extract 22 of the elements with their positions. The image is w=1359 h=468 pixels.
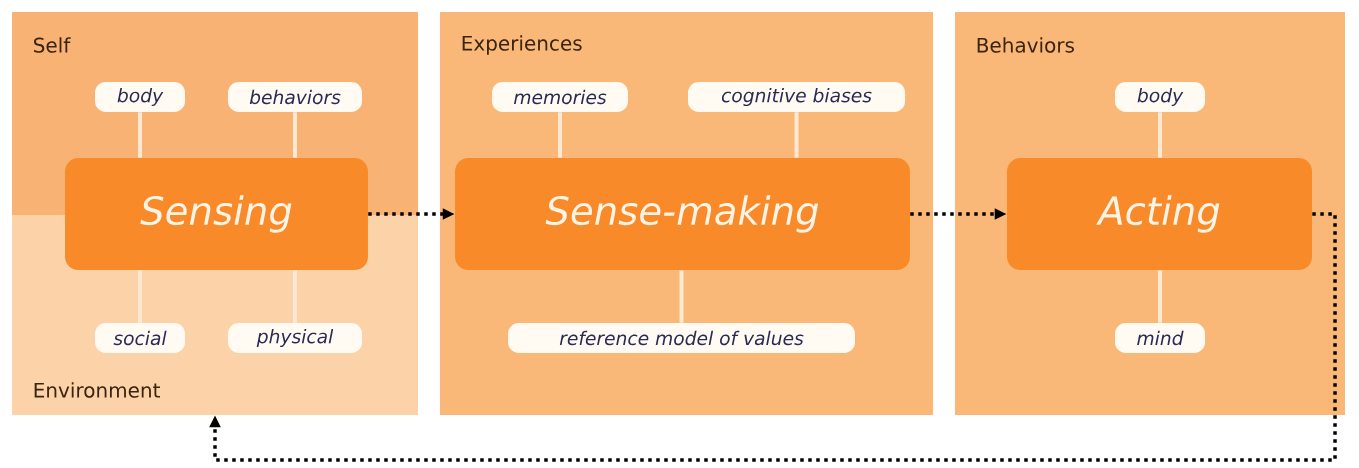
tag-pill: physical xyxy=(228,323,362,353)
connector-line xyxy=(679,270,684,323)
tag-pill: memories xyxy=(492,82,628,112)
connector-line xyxy=(293,270,297,323)
connector-line xyxy=(138,112,142,158)
process-box: Acting xyxy=(1007,158,1313,270)
tag-pill: cognitive biases xyxy=(688,82,906,112)
tag-pill: behaviors xyxy=(228,82,362,112)
connector-line xyxy=(138,270,142,323)
tag-pill: body xyxy=(1115,82,1205,112)
tag-pill: reference model of values xyxy=(508,323,855,353)
process-box: Sense-making xyxy=(455,158,910,270)
connector-line xyxy=(293,112,297,158)
tag-pill: social xyxy=(95,323,185,353)
connector-line xyxy=(558,112,562,158)
connector-line xyxy=(794,112,799,158)
tag-pill: body xyxy=(95,82,185,112)
connector-line xyxy=(1158,112,1162,158)
tag-pill: mind xyxy=(1115,323,1205,353)
dotted-arrow xyxy=(209,212,1337,462)
process-box: Sensing xyxy=(65,158,368,270)
connector-line xyxy=(1158,270,1162,323)
